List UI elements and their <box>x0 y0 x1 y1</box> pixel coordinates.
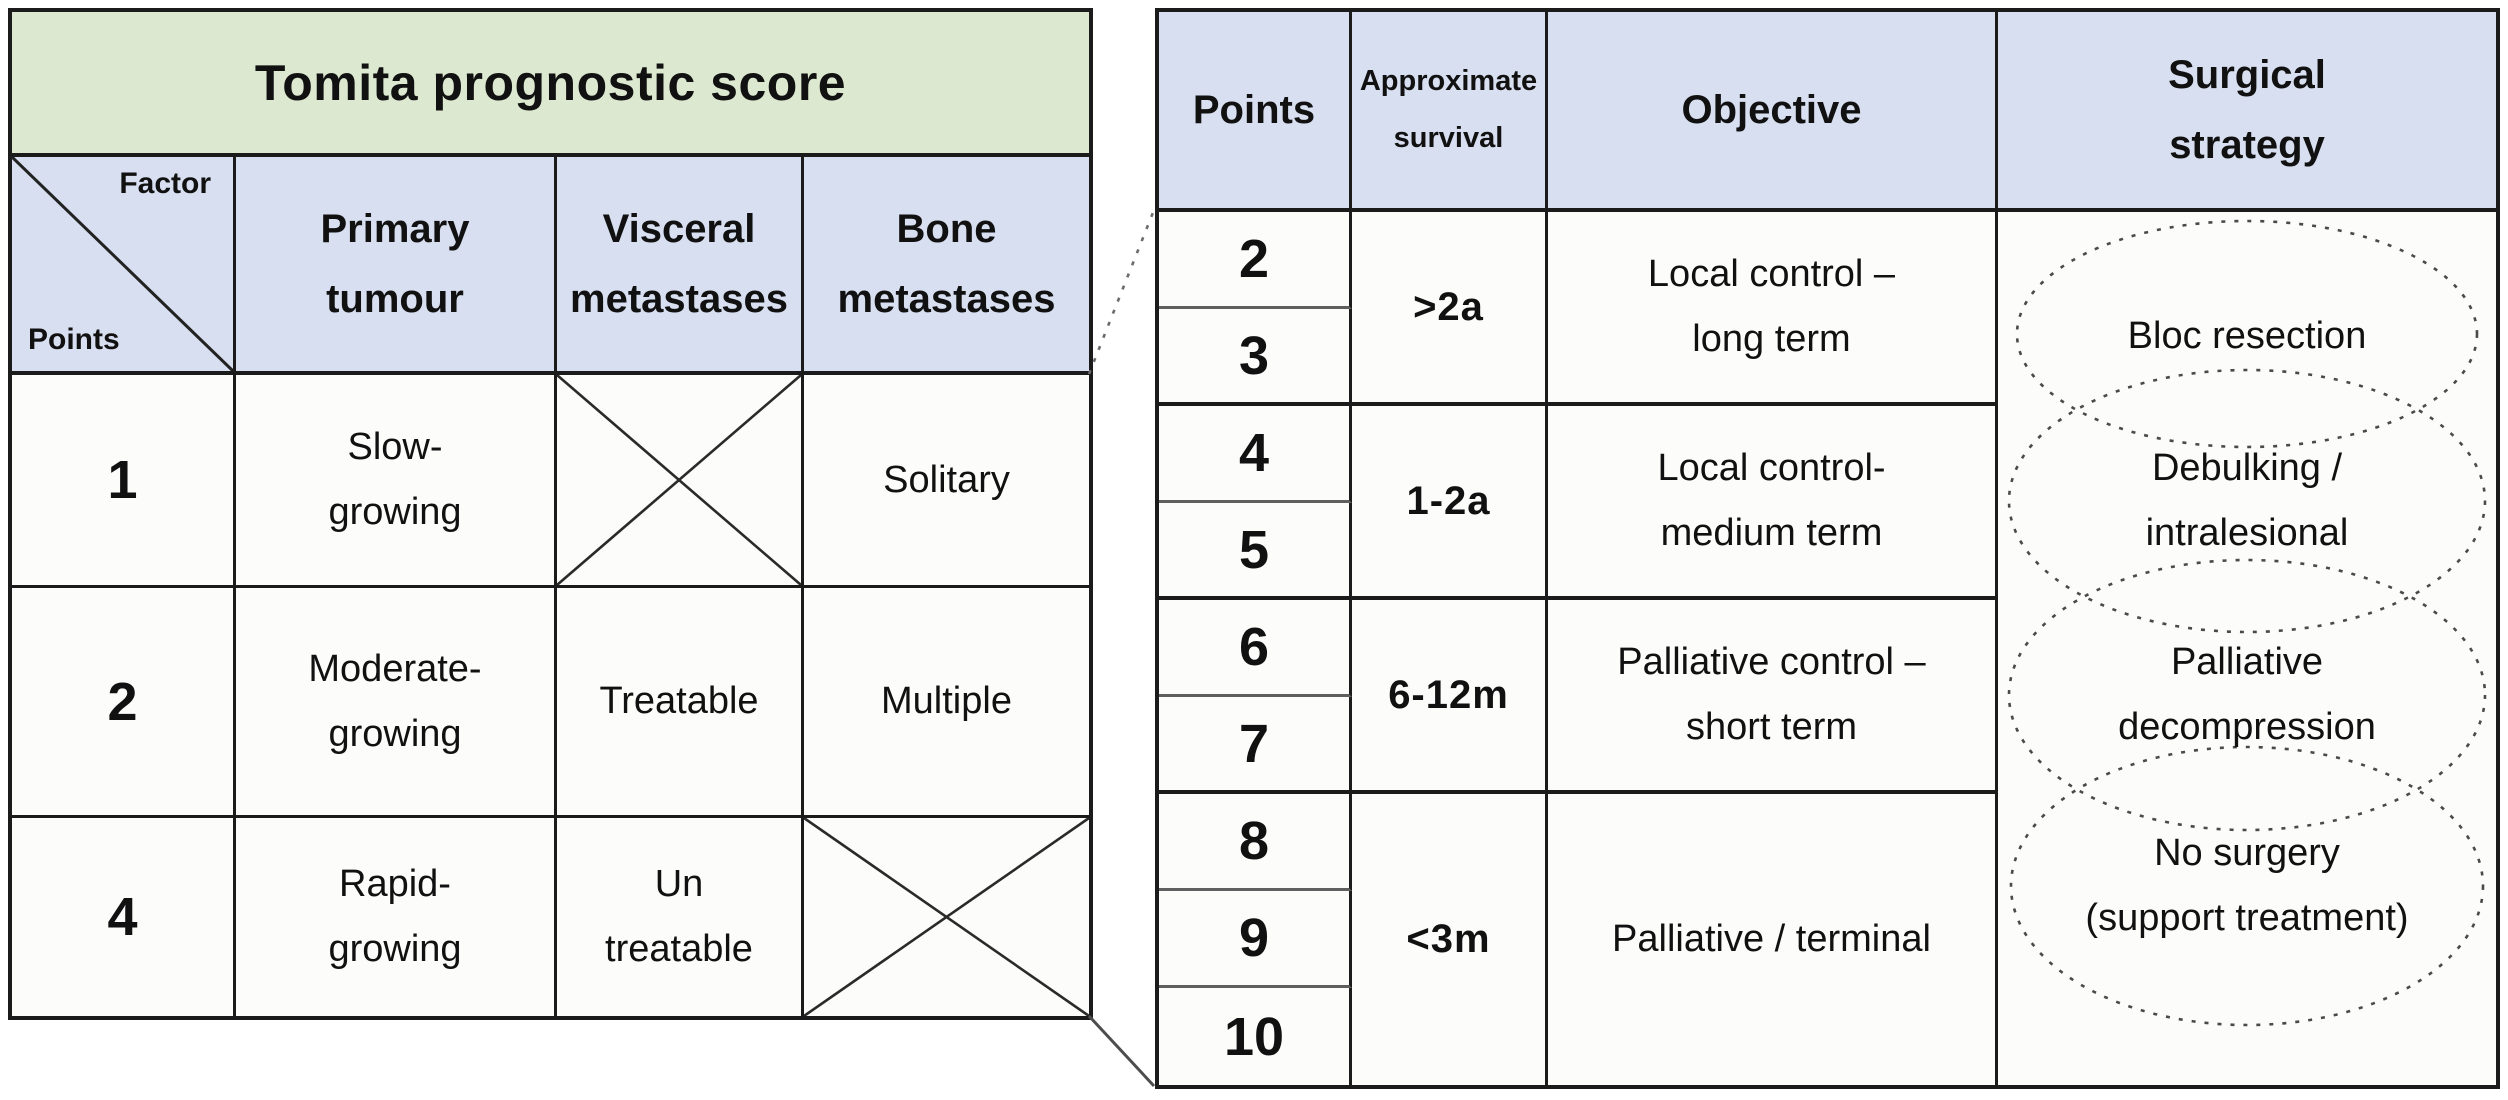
header-visceral-metastases: Visceral metastases <box>557 157 804 375</box>
bone-metastases-cell: Solitary <box>804 375 1089 588</box>
diagonal-divider-line <box>12 157 233 371</box>
crossed-cell-x <box>804 818 1089 1016</box>
zoom-connector-bottom-line <box>1087 1014 1156 1088</box>
tomita-score-table: Tomita prognostic score Factor Points Pr… <box>8 8 1093 1020</box>
points-cell: 9 <box>1159 891 1352 988</box>
objective-cell: Local control – long term <box>1548 212 1998 406</box>
zoom-connector-top-dashed-line <box>1087 209 1156 375</box>
corner-points-label: Points <box>28 323 120 356</box>
points-cell: 6 <box>1159 600 1352 697</box>
strategy-ellipses <box>2007 219 2487 1027</box>
primary-tumour-cell: Slow- growing <box>236 375 557 588</box>
visceral-metastases-cell: Treatable <box>557 588 804 818</box>
strategy-ellipse <box>2015 219 2479 449</box>
objective-cell: Palliative control – short term <box>1548 600 1998 794</box>
points-cell: 7 <box>1159 697 1352 794</box>
factor-points-corner-cell: Factor Points <box>12 157 236 375</box>
survival-cell: >2a <box>1352 212 1548 406</box>
crossed-cell-x <box>557 375 801 585</box>
left-table-title: Tomita prognostic score <box>12 12 1089 157</box>
strategy-ellipse <box>2009 745 2485 1027</box>
header-approximate-survival: Approximate survival <box>1352 12 1548 212</box>
corner-factor-label: Factor <box>119 167 211 200</box>
points-cell: 4 <box>1159 406 1352 503</box>
header-bone-metastases: Bone metastases <box>804 157 1089 375</box>
survival-cell: <3m <box>1352 794 1548 1085</box>
points-value-cell: 1 <box>12 375 236 588</box>
header-primary-tumour: Primary tumour <box>236 157 557 375</box>
strategy-label: Debulking / intralesional <box>2145 447 2349 554</box>
header-objective: Objective <box>1548 12 1998 212</box>
strategy-ellipse <box>2007 558 2487 832</box>
primary-tumour-cell: Rapid- growing <box>236 818 557 1016</box>
primary-tumour-cell: Moderate- growing <box>236 588 557 818</box>
visceral-metastases-cell: Un treatable <box>557 818 804 1016</box>
survival-cell: 6-12m <box>1352 600 1548 794</box>
bone-crossed-cell <box>804 818 1089 1016</box>
strategy-label: Palliative decompression <box>2118 641 2376 748</box>
header-points: Points <box>1159 12 1352 212</box>
points-cell: 3 <box>1159 309 1352 406</box>
points-cell: 5 <box>1159 503 1352 600</box>
bone-metastases-cell: Multiple <box>804 588 1089 818</box>
points-cell: 8 <box>1159 794 1352 891</box>
surgical-strategy-cell: Bloc resection Debulking / intralesional… <box>1998 212 2496 1085</box>
objective-cell: Palliative / terminal <box>1548 794 1998 1085</box>
points-value-cell: 4 <box>12 818 236 1016</box>
survival-cell: 1-2a <box>1352 406 1548 600</box>
objective-cell: Local control- medium term <box>1548 406 1998 600</box>
strategy-ellipse <box>2007 368 2487 634</box>
points-value-cell: 2 <box>12 588 236 818</box>
strategy-label: No surgery (support treatment) <box>2085 832 2409 939</box>
strategy-label: Bloc resection <box>2127 315 2367 357</box>
points-cell: 2 <box>1159 212 1352 309</box>
visceral-crossed-cell <box>557 375 804 588</box>
points-cell: 10 <box>1159 988 1352 1085</box>
prognosis-strategy-table: Points Approximate survival Objective Su… <box>1155 8 2500 1089</box>
header-surgical-strategy: Surgical strategy <box>1998 12 2496 212</box>
